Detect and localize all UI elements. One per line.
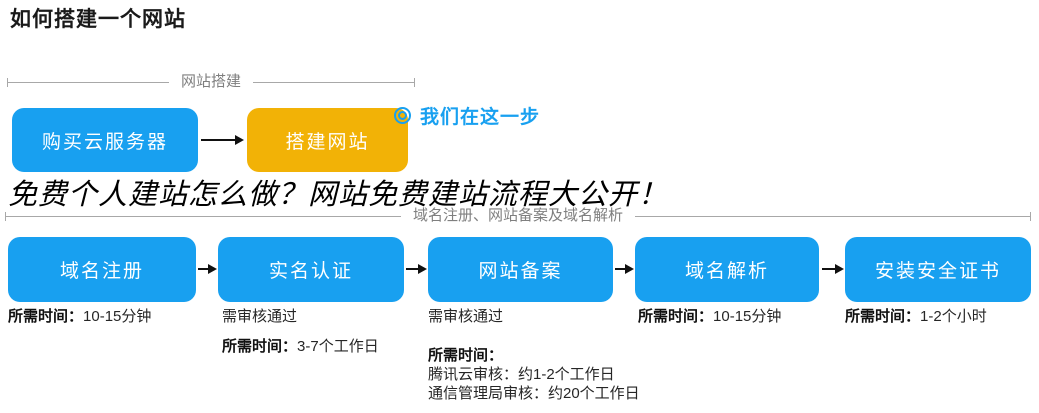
note-domain-resolution: 所需时间：10-15分钟 (638, 307, 781, 326)
note-line: 所需时间：10-15分钟 (8, 307, 151, 326)
bracket-tick-right (1030, 211, 1032, 221)
note-icp-filing: 需审核通过 所需时间： 腾讯云审核：约1-2个工作日 通信管理局审核：约20个工… (428, 307, 640, 403)
step-domain-resolution: 域名解析 (635, 237, 819, 302)
step-install-ssl-cert: 安装安全证书 (845, 237, 1031, 302)
step-website-icp-filing: 网站备案 (428, 237, 613, 302)
step-label: 域名注册 (59, 261, 144, 282)
note-line: 需审核通过 (428, 308, 504, 325)
bracket-line-left (8, 81, 169, 83)
step-label: 安装安全证书 (874, 261, 1001, 282)
time-label: 所需时间： (428, 347, 504, 364)
step-label: 搭建网站 (285, 131, 370, 153)
target-icon (394, 107, 411, 124)
bracket-line-left (6, 215, 401, 217)
time-label: 所需时间： (638, 308, 714, 325)
build-section-bracket: 网站搭建 (7, 73, 416, 90)
step-label: 网站备案 (478, 261, 563, 282)
bracket-tick-left (5, 211, 6, 221)
time-label: 所需时间： (222, 338, 298, 355)
step-label: 实名认证 (268, 261, 353, 282)
step-buy-cloud-server: 购买云服务器 (12, 108, 198, 172)
time-label: 所需时间： (8, 308, 84, 325)
time-value: 1-2个小时 (920, 308, 987, 325)
step-real-name-verify: 实名认证 (218, 237, 404, 302)
note-line: 所需时间：3-7个工作日 (222, 337, 379, 356)
time-label: 所需时间： (845, 308, 921, 325)
note-domain-register: 所需时间：10-15分钟 (8, 307, 151, 326)
flow-arrow-icon (198, 264, 217, 274)
note-line: 通信管理局审核：约20个工作日 (428, 385, 640, 402)
bracket-tick-right (414, 77, 416, 87)
step-build-website: 搭建网站 (247, 108, 408, 172)
domain-section-label: 域名注册、网站备案及域名解析 (413, 207, 624, 224)
current-step-callout: 我们在这一步 (394, 102, 540, 129)
note-line: 所需时间：10-15分钟 (638, 307, 781, 326)
build-section-label: 网站搭建 (181, 73, 242, 90)
time-value: 10-15分钟 (83, 308, 152, 325)
time-value: 10-15分钟 (713, 308, 782, 325)
flow-arrow-icon (201, 135, 244, 145)
note-line: 所需时间：1-2个小时 (845, 307, 987, 326)
note-line: 需审核通过 (222, 308, 298, 325)
step-label: 购买云服务器 (41, 131, 168, 153)
callout-text: 我们在这一步 (420, 107, 541, 128)
flow-arrow-icon (615, 264, 634, 274)
note-ssl-cert: 所需时间：1-2个小时 (845, 307, 987, 326)
bracket-tick-left (7, 77, 8, 87)
headline: 免费个人建站怎么做？网站免费建站流程大公开！ (8, 177, 669, 211)
step-domain-register: 域名注册 (8, 237, 196, 302)
note-real-name-verify: 需审核通过 所需时间：3-7个工作日 (222, 307, 379, 356)
flow-arrow-icon (822, 264, 844, 274)
bracket-line-right (253, 81, 415, 83)
step-label: 域名解析 (684, 261, 769, 282)
note-line: 腾讯云审核：约1-2个工作日 (428, 366, 615, 383)
page-title: 如何搭建一个网站 (10, 8, 186, 31)
bracket-line-right (635, 215, 1031, 217)
domain-section-bracket: 域名注册、网站备案及域名解析 (5, 207, 1032, 224)
time-value: 3-7个工作日 (297, 338, 379, 355)
flow-arrow-icon (406, 264, 427, 274)
